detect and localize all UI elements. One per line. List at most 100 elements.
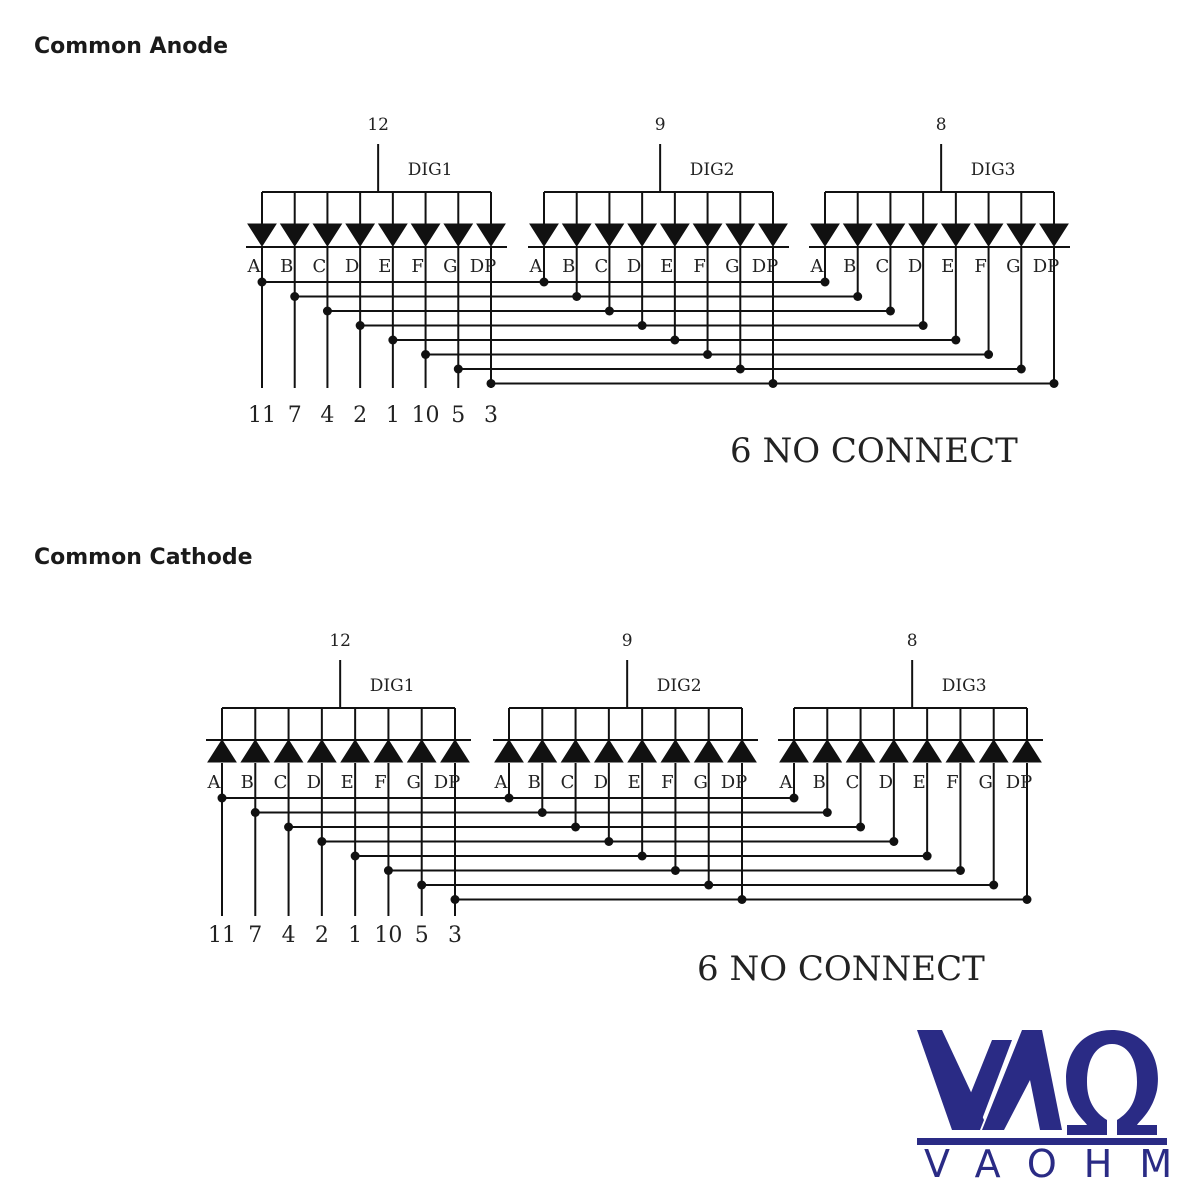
junction-dot	[955, 866, 965, 875]
segment-label: G	[725, 256, 739, 277]
segment-label: C	[313, 256, 327, 277]
diode-C	[560, 739, 591, 763]
segment-label: DP	[1033, 256, 1060, 277]
junction-dot	[486, 379, 496, 388]
segment-label: F	[946, 772, 959, 793]
diode-E	[377, 223, 408, 247]
segment-label: G	[443, 256, 457, 277]
diode-C	[845, 739, 876, 763]
segment-label: D	[627, 256, 641, 277]
diode-A	[529, 223, 559, 247]
segment-label: F	[693, 256, 706, 277]
diode-E	[659, 223, 690, 247]
junction-dot	[951, 335, 961, 345]
diode-DP	[727, 739, 757, 763]
diode-B	[812, 739, 843, 763]
diode-G	[443, 223, 474, 247]
segment-label: B	[813, 772, 826, 793]
segment-pin-label: 3	[448, 923, 462, 948]
diode-A	[494, 739, 524, 763]
diode-B	[240, 739, 271, 763]
schematic-diodes	[207, 739, 1042, 763]
digit-label: DIG1	[370, 676, 415, 696]
diode-G	[406, 739, 437, 763]
diode-D	[345, 223, 376, 247]
common-pin-label: 12	[367, 115, 389, 135]
segment-pin-label: 2	[353, 403, 367, 428]
digit-label: DIG3	[971, 160, 1016, 180]
segment-label: DP	[752, 256, 779, 277]
segment-label: E	[941, 256, 954, 277]
segment-label: DP	[721, 772, 748, 793]
junction-dot	[918, 321, 928, 330]
schematic-junctions	[257, 277, 1059, 388]
no-connect-note: 6 NO CONNECT	[730, 431, 1018, 471]
segment-label: D	[594, 772, 608, 793]
junction-dot	[856, 822, 866, 832]
junction-dot	[350, 851, 360, 861]
common-pin-label: 9	[655, 115, 666, 135]
diode-B	[527, 739, 558, 763]
junction-dot	[537, 808, 547, 817]
diode-DP	[476, 223, 506, 247]
junction-dot	[922, 851, 932, 861]
segment-label: C	[876, 256, 890, 277]
junction-dot	[504, 793, 514, 803]
schematic-diodes	[247, 223, 1069, 247]
segment-pin-label: 5	[451, 403, 465, 428]
segment-label: DP	[1006, 772, 1033, 793]
junction-dot	[539, 277, 549, 287]
junction-dot	[421, 350, 431, 359]
junction-dot	[637, 851, 647, 861]
junction-dot	[768, 379, 778, 388]
segment-pin-label: 4	[320, 403, 334, 428]
junction-dot	[322, 306, 332, 316]
segment-label: C	[595, 256, 609, 277]
section-title-common-anode: Common Anode	[34, 34, 229, 59]
diode-A	[207, 739, 237, 763]
diode-E	[627, 739, 658, 763]
diode-DP	[440, 739, 470, 763]
diode-B	[279, 223, 310, 247]
segment-label: A	[247, 256, 262, 277]
junction-dot	[889, 837, 899, 846]
diode-A	[779, 739, 809, 763]
junction-dot	[250, 808, 260, 817]
junction-dot	[637, 321, 647, 330]
diode-D	[627, 223, 658, 247]
diode-C	[273, 739, 304, 763]
junction-dot	[885, 306, 895, 316]
vaohm-logo-icon	[917, 1030, 1167, 1145]
digit-label: DIG1	[408, 160, 453, 180]
no-connect-note: 6 NO CONNECT	[697, 949, 985, 989]
diode-C	[594, 223, 625, 247]
junction-dot	[604, 306, 614, 316]
diode-D	[908, 223, 939, 247]
junction-dot	[417, 880, 427, 890]
segment-label: E	[913, 772, 926, 793]
junction-dot	[572, 292, 582, 301]
segment-pin-label: 7	[288, 403, 302, 428]
segment-label: A	[494, 772, 509, 793]
diode-B	[561, 223, 592, 247]
diode-G	[1006, 223, 1037, 247]
segment-label: B	[843, 256, 856, 277]
diode-D	[306, 739, 337, 763]
junction-dot	[820, 277, 830, 287]
segment-label: C	[561, 772, 575, 793]
segment-pin-label: 10	[374, 923, 402, 948]
common-pin-label: 8	[907, 631, 918, 651]
diode-G	[978, 739, 1009, 763]
junction-dot	[1049, 379, 1059, 388]
segment-label: B	[528, 772, 541, 793]
junction-dot	[290, 292, 300, 301]
common-pin-label: 8	[936, 115, 947, 135]
segment-label: G	[979, 772, 993, 793]
segment-label: F	[661, 772, 674, 793]
logo-wordmark: VAOHM	[924, 1142, 1200, 1186]
diode-E	[940, 223, 971, 247]
segment-label: B	[562, 256, 575, 277]
segment-label: D	[307, 772, 321, 793]
segment-pin-label: 2	[315, 923, 329, 948]
